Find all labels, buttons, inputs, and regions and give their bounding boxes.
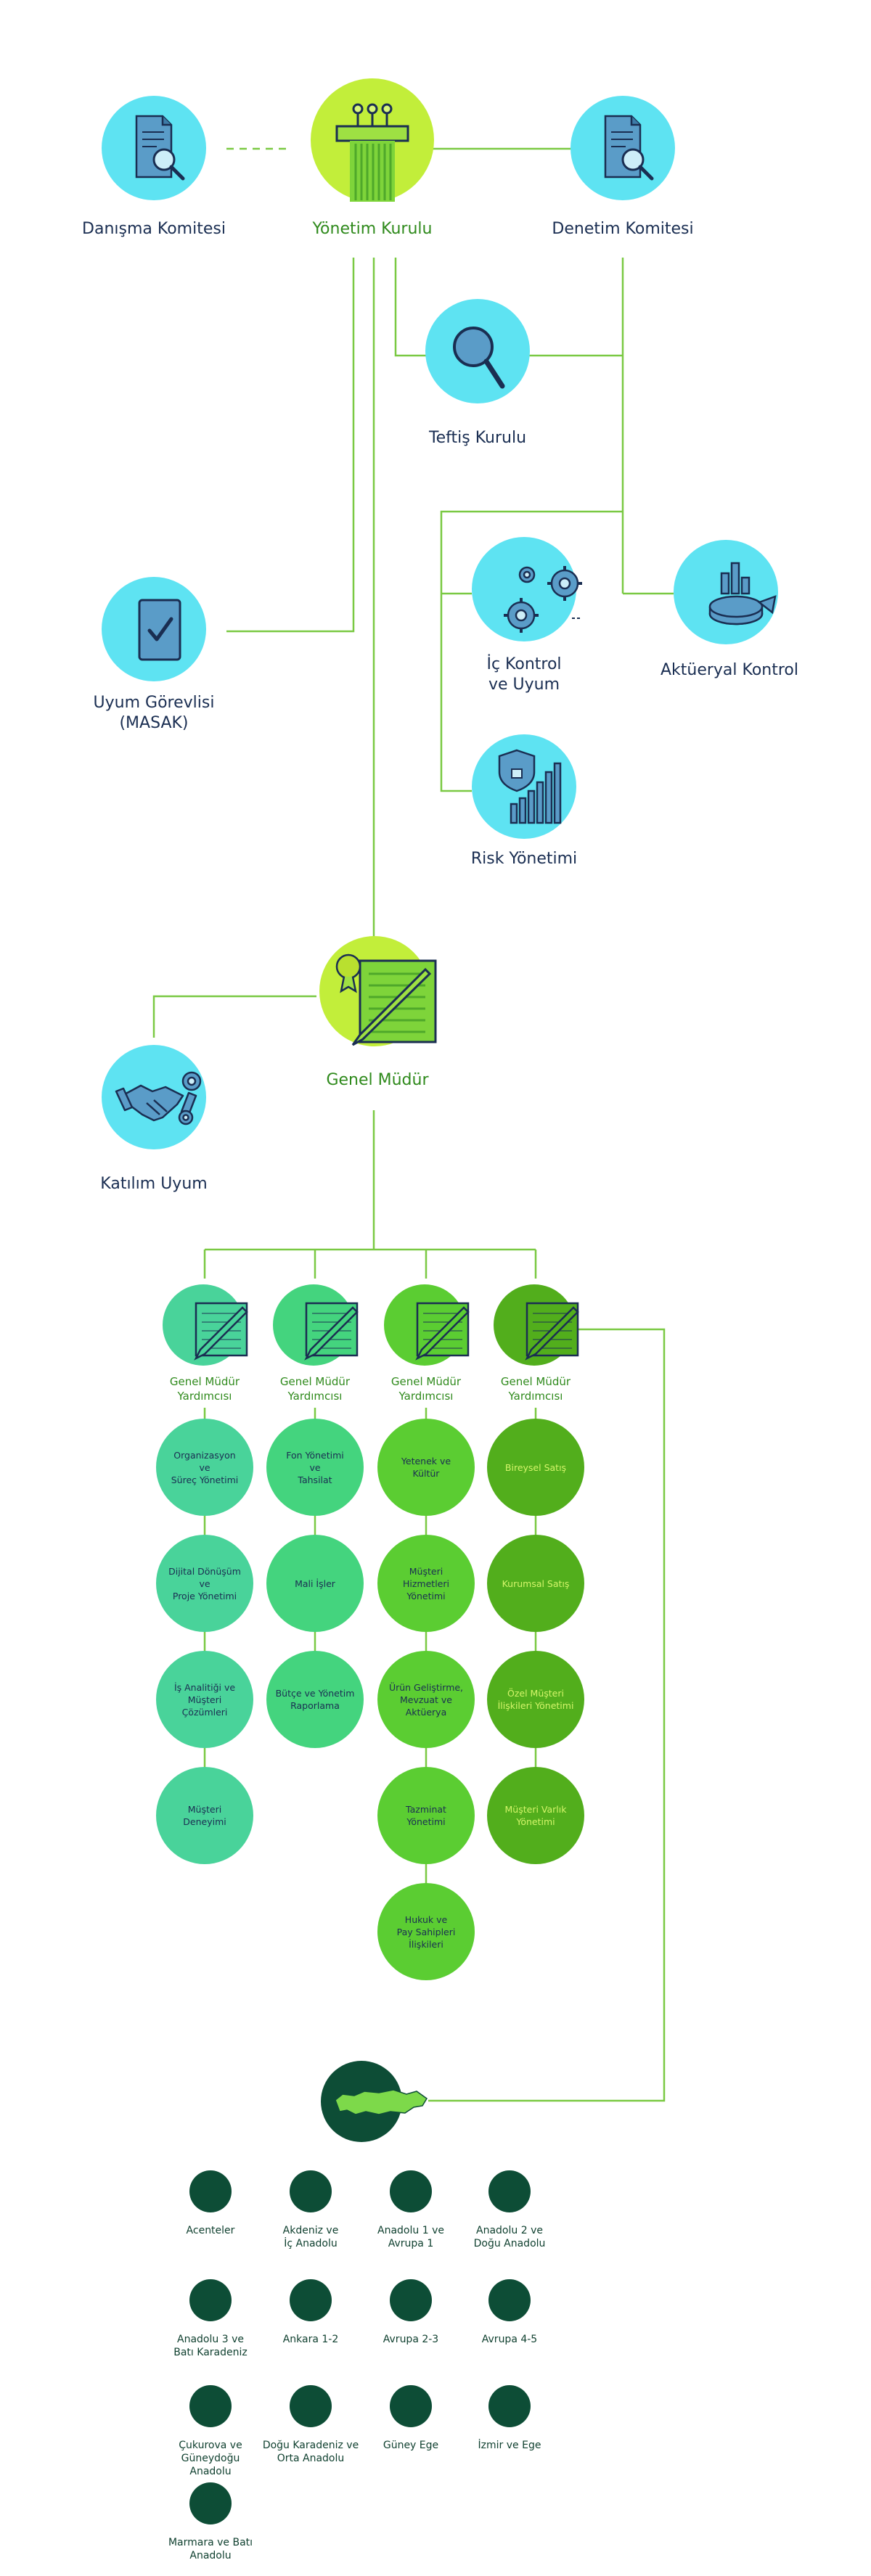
region-dot	[189, 2170, 232, 2212]
document-pen-icon	[494, 1284, 579, 1366]
unit-circle: Bütçe ve Yönetim Raporlama	[266, 1651, 364, 1748]
region-dot	[290, 2385, 332, 2427]
region-dot	[390, 2279, 432, 2321]
aktueryal-node	[674, 540, 778, 644]
document-pen-icon	[273, 1284, 359, 1366]
unit-circle: Ürün Geliştirme, Mevzuat ve Aktüerya	[377, 1651, 475, 1748]
uyum-gorevlisi-label: Uyum Görevlisi (MASAK)	[93, 694, 215, 732]
region-label: Ankara 1-2	[282, 2334, 339, 2345]
region-dot	[189, 2279, 232, 2321]
risk-label: Risk Yönetimi	[470, 850, 578, 868]
line-c4-turkey	[428, 1328, 666, 2102]
uyum-gorevlisi-node	[102, 577, 206, 681]
pie-chart-icon	[674, 540, 778, 644]
magnifier-icon	[425, 299, 530, 403]
denetim-label: Denetim Komitesi	[552, 220, 694, 238]
region-label: Marmara ve Batı Anadolu	[168, 2537, 253, 2561]
shield-chart-icon	[472, 734, 576, 839]
risk-node	[472, 734, 576, 839]
document-pen-icon	[384, 1284, 470, 1366]
unit-circle: İş Analitiği ve Müşteri Çözümleri	[156, 1651, 253, 1748]
region-dot	[290, 2279, 332, 2321]
katilim-uyum-label: Katılım Uyum	[100, 1175, 208, 1193]
region-label: Acenteler	[186, 2225, 235, 2236]
region-label: Avrupa 4-5	[481, 2334, 538, 2345]
region-label: Anadolu 2 ve Doğu Anadolu	[473, 2225, 546, 2249]
document-search-icon	[102, 96, 206, 200]
region-dot	[488, 2170, 531, 2212]
ic-kontrol-label: İç Kontrol ve Uyum	[486, 655, 562, 694]
unit-circle: Müşteri Deneyimi	[156, 1767, 253, 1864]
unit-circle: Yetenek ve Kültür	[377, 1419, 475, 1516]
region-label: Avrupa 2-3	[383, 2334, 439, 2345]
gmy-header-4	[494, 1284, 588, 1367]
region-label: Doğu Karadeniz ve Orta Anadolu	[262, 2440, 359, 2464]
unit-circle: Müşteri Varlık Yönetimi	[487, 1767, 584, 1864]
unit-circle: Tazminat Yönetimi	[377, 1767, 475, 1864]
certificate-pen-icon	[319, 936, 437, 1046]
line-yonetim-teftis	[394, 258, 427, 357]
region-dot	[189, 2385, 232, 2427]
region-label: Güney Ege	[383, 2440, 439, 2451]
region-dot	[488, 2385, 531, 2427]
turkey-map-icon	[321, 2061, 428, 2142]
danisma-node	[102, 96, 206, 200]
aktueryal-label: Aktüeryal Kontrol	[660, 661, 799, 679]
danisma-label: Danışma Komitesi	[82, 220, 226, 238]
checklist-icon	[102, 577, 206, 681]
gmy-header-1	[163, 1284, 257, 1367]
unit-circle: Kurumsal Satış	[487, 1535, 584, 1632]
region-label: Çukurova ve Güneydoğu Anadolu	[179, 2440, 242, 2477]
gears-icon	[472, 537, 582, 641]
unit-circle: Mali İşler	[266, 1535, 364, 1632]
region-dot	[390, 2170, 432, 2212]
katilim-uyum-node	[102, 1045, 206, 1149]
teftis-node	[425, 299, 530, 403]
line-denetim-ickontrol	[440, 510, 623, 792]
unit-circle: Özel Müşteri İlişkileri Yönetimi	[487, 1651, 584, 1748]
unit-circle: Hukuk ve Pay Sahipleri İlişkileri	[377, 1883, 475, 1980]
genel-mudur-node	[316, 936, 440, 1052]
region-label: İzmir ve Ege	[478, 2440, 541, 2451]
yonetim-label: Yönetim Kurulu	[312, 220, 433, 238]
turkey-map-node	[321, 2061, 430, 2142]
gmy-title-1: Genel Müdür Yardımcısı	[169, 1375, 240, 1403]
denetim-node	[571, 96, 675, 200]
region-dot	[488, 2279, 531, 2321]
unit-circle: Organizasyon ve Süreç Yönetimi	[156, 1419, 253, 1516]
handshake-icon	[102, 1045, 206, 1149]
region-label: Anadolu 1 ve Avrupa 1	[377, 2225, 444, 2249]
teftis-label: Teftiş Kurulu	[428, 429, 527, 447]
ic-kontrol-node	[472, 537, 582, 641]
gmy-header-3	[384, 1284, 478, 1367]
region-label: Akdeniz ve İç Anadolu	[282, 2225, 339, 2249]
gmy-title-4: Genel Müdür Yardımcısı	[500, 1375, 571, 1403]
region-dot	[290, 2170, 332, 2212]
region-dot	[189, 2482, 232, 2524]
board-seats-icon	[311, 78, 434, 206]
genel-mudur-label: Genel Müdür	[326, 1071, 429, 1089]
gmy-title-3: Genel Müdür Yardımcısı	[390, 1375, 462, 1403]
gmy-header-2	[273, 1284, 367, 1367]
unit-circle: Müşteri Hizmetleri Yönetimi	[377, 1535, 475, 1632]
unit-circle: Bireysel Satış	[487, 1419, 584, 1516]
region-dot	[390, 2385, 432, 2427]
yonetim-node	[311, 78, 434, 206]
line-yonetim-uyum	[226, 258, 355, 633]
region-label: Anadolu 3 ve Batı Karadeniz	[173, 2334, 248, 2358]
unit-circle: Fon Yönetimi ve Tahsilat	[266, 1419, 364, 1516]
line-gm-katilim	[152, 995, 316, 1038]
document-pen-icon	[163, 1284, 248, 1366]
unit-circle: Dijital Dönüşüm ve Proje Yönetimi	[156, 1535, 253, 1632]
document-search-icon	[571, 96, 675, 200]
gmy-title-2: Genel Müdür Yardımcısı	[279, 1375, 351, 1403]
